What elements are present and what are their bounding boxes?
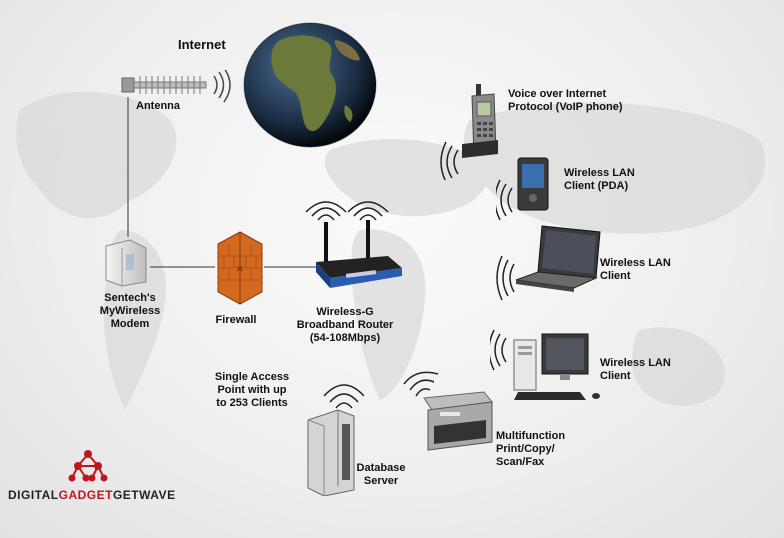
brand-part-2: GADGET: [58, 488, 113, 502]
router-label-line-3: (54-108Mbps): [309, 332, 381, 344]
multifunction-label-line-3: Scan/Fax: [496, 456, 545, 468]
laptop-label-line-2: Client: [600, 270, 631, 282]
laptop-label-line-1: Wireless LAN: [600, 257, 671, 269]
access-point-label: Single Access Point with up to 253 Clien…: [204, 371, 300, 410]
pda-label-line-1: Wireless LAN: [564, 167, 635, 179]
firewall-label: Firewall: [215, 314, 257, 326]
access-point-label-line-1: Single Access: [214, 371, 290, 383]
server-label: Database Server: [346, 462, 416, 488]
desktop-label: Wireless LAN Client: [600, 357, 671, 383]
router-label-line-1: Wireless-G: [316, 306, 374, 318]
antenna-icon: [121, 70, 231, 103]
multifunction-label-line-1: Multifunction: [496, 430, 566, 442]
modem-label-line-2: MyWireless: [99, 305, 161, 317]
globe-icon: [243, 22, 377, 148]
desktop-label-line-2: Client: [600, 370, 631, 382]
modem-label-line-3: Modem: [110, 318, 150, 330]
router-label-line-2: Broadband Router: [296, 319, 394, 331]
antenna-label: Antenna: [136, 100, 180, 112]
server-label-line-1: Database: [356, 462, 406, 474]
router-label: Wireless-G Broadband Router (54-108Mbps): [290, 306, 400, 345]
brand-logo-icon: [68, 450, 108, 482]
voip-label-line-2: Protocol (VoIP phone): [508, 101, 623, 113]
modem-label-line-1: Sentech's: [104, 292, 156, 304]
desktop-label-line-1: Wireless LAN: [600, 357, 671, 369]
svg-text:✕: ✕: [236, 265, 244, 275]
access-point-label-line-2: Point with up: [217, 384, 287, 396]
desktop-computer-icon: [490, 329, 600, 400]
voip-label-line-1: Voice over Internet: [508, 88, 607, 100]
modem-label: Sentech's MyWireless Modem: [82, 292, 178, 331]
server-label-line-2: Server: [363, 475, 399, 487]
modem-icon: [105, 239, 147, 287]
access-point-label-line-3: to 253 Clients: [216, 397, 288, 409]
multifunction-label-line-2: Print/Copy/: [496, 443, 555, 455]
firewall-icon: ✕: [217, 231, 263, 305]
multifunction-printer-icon: [403, 371, 493, 451]
router-icon: [305, 201, 402, 288]
database-server-icon: [307, 384, 364, 496]
laptop-icon: [496, 225, 601, 301]
multifunction-label: Multifunction Print/Copy/ Scan/Fax: [496, 430, 565, 469]
pda-label-line-2: Client (PDA): [564, 180, 629, 192]
voip-phone-label: Voice over Internet Protocol (VoIP phone…: [508, 88, 622, 114]
brand-wordmark: DIGITALGADGETGETWAVE: [8, 488, 176, 502]
pda-label: Wireless LAN Client (PDA): [564, 167, 635, 193]
pda-icon: [496, 157, 549, 221]
internet-label: Internet: [178, 37, 226, 52]
brand-part-3: GETWAVE: [112, 488, 176, 502]
brand-part-1: DIGITAL: [8, 488, 59, 502]
laptop-label: Wireless LAN Client: [600, 257, 671, 283]
voip-phone-icon: [440, 84, 498, 180]
